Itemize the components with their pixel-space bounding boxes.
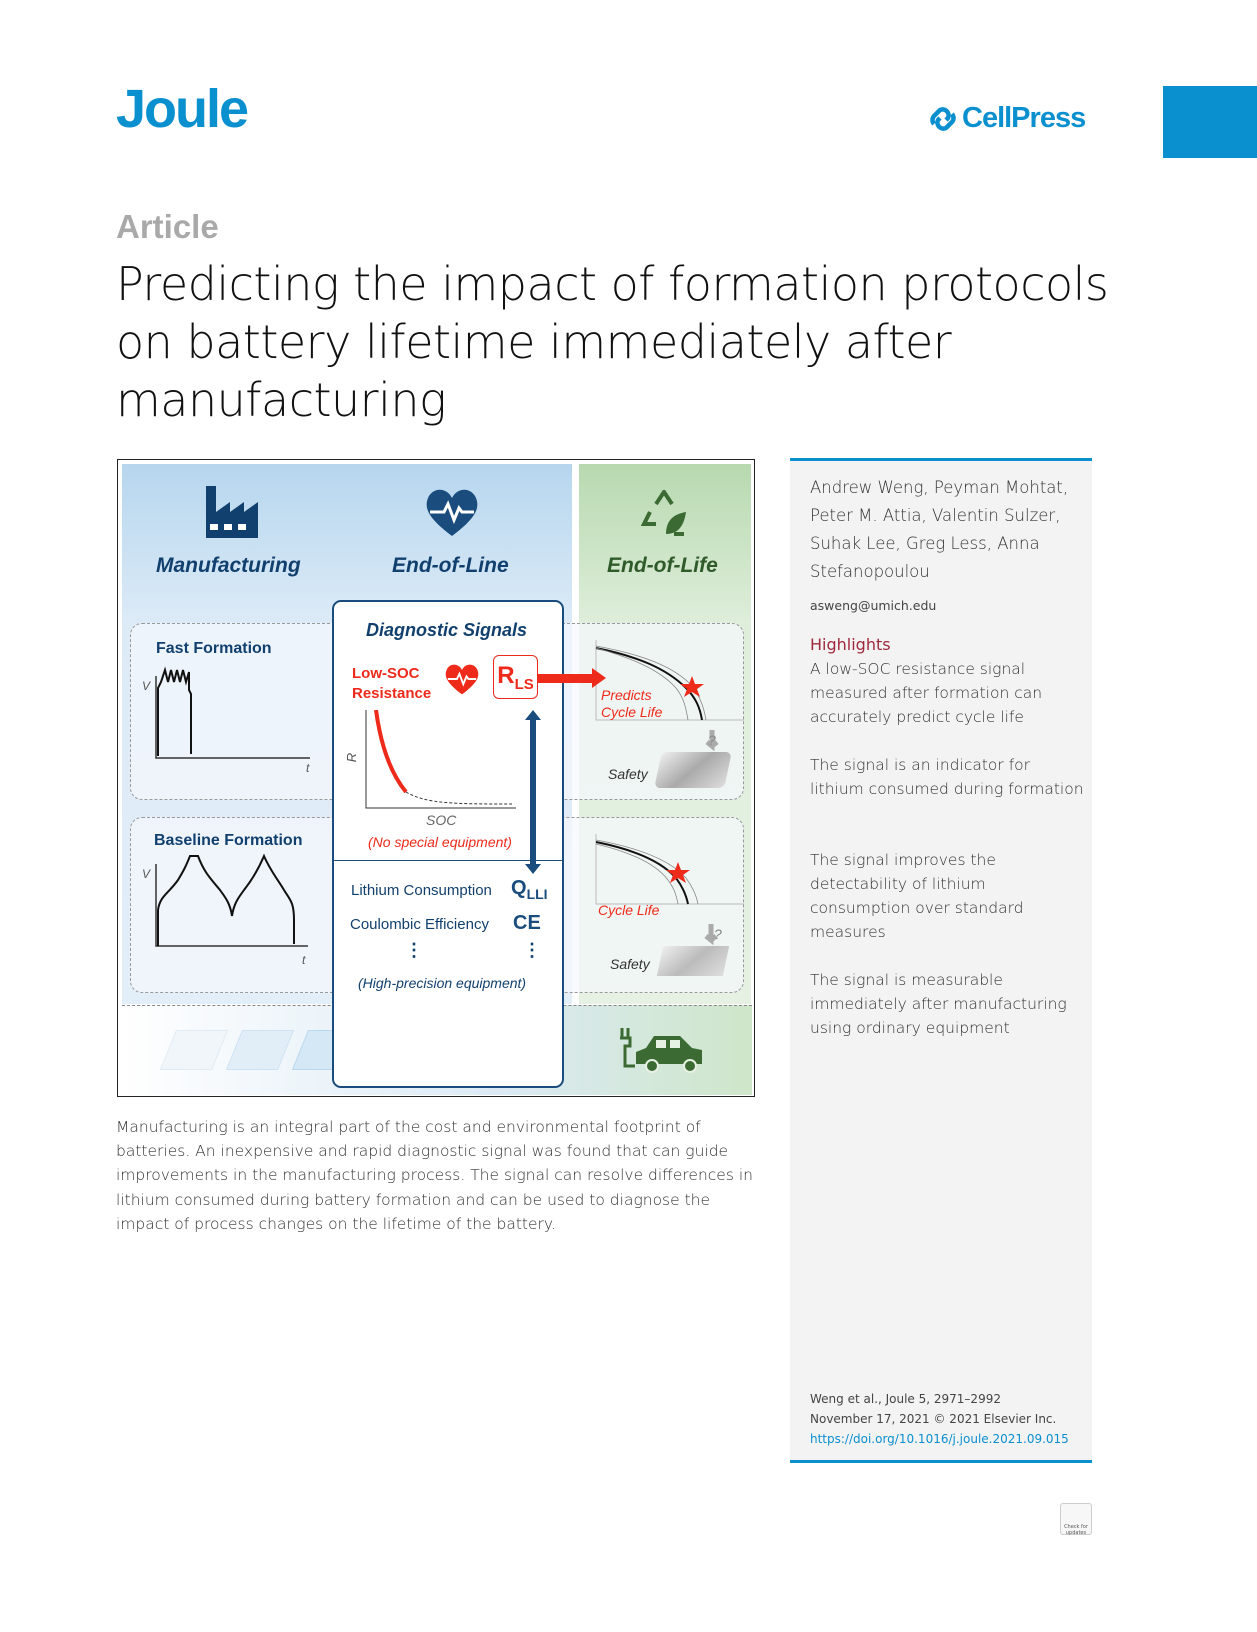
article-type: Article <box>116 208 219 245</box>
highlight-item: The signal improves the detectability of… <box>810 851 1024 941</box>
author-email[interactable]: asweng@umich.edu <box>810 598 937 613</box>
qlli-main: Q <box>511 877 527 899</box>
summary-paragraph: Manufacturing is an integral part of the… <box>116 1118 753 1233</box>
check-for-updates-badge[interactable]: Check for updates <box>1060 1503 1092 1536</box>
red-heart-pulse-icon <box>445 664 479 695</box>
axis-soc-label: SOC <box>426 812 457 828</box>
journal-logo: Joule <box>116 79 249 139</box>
battery-cell <box>159 1030 229 1070</box>
factory-icon <box>206 486 258 538</box>
publisher-logo: CellPress <box>928 102 1086 135</box>
diagnostic-signals-box <box>332 600 564 1088</box>
axis-t: t <box>306 761 310 775</box>
column-end-of-line: End-of-Line <box>392 554 509 577</box>
rls-badge: RLS <box>493 655 538 699</box>
qlli-sub: LLI <box>526 886 548 902</box>
highlight-item: The signal is measurable immediately aft… <box>810 971 1067 1037</box>
highlights-heading: Highlights <box>810 635 891 654</box>
diag-divider <box>332 860 564 861</box>
diagnostic-signals-title: Diagnostic Signals <box>366 620 528 640</box>
flat-pouch-cell <box>656 946 730 976</box>
color-tab <box>1163 86 1257 158</box>
publisher-name: CellPress <box>962 102 1086 134</box>
low-soc-line1: Low-SOC <box>352 665 420 682</box>
heart-pulse-icon <box>426 489 478 536</box>
sidebar <box>790 458 1092 1463</box>
electric-car-icon <box>620 1028 702 1073</box>
question-mark-2: ? <box>714 926 722 942</box>
rls-sub: LS <box>514 675 534 693</box>
baseline-formation-plot: V t <box>142 853 308 967</box>
highlight-item: A low-SOC resistance signal measured aft… <box>810 660 1043 726</box>
cycle-life-plot <box>595 834 744 905</box>
svg-text:V: V <box>142 867 151 881</box>
low-soc-resistance-label: Low-SOC Resistance <box>352 664 431 704</box>
ce-symbol: CE <box>513 912 541 934</box>
battery-cell <box>225 1030 295 1070</box>
citation: Weng et al., Joule 5, 2971–2992 <box>810 1392 1001 1406</box>
axis-r-label: R <box>344 752 360 763</box>
high-precision-equipment: (High-precision equipment) <box>358 975 527 991</box>
publication-date: November 17, 2021 © 2021 Elsevier Inc. <box>810 1412 1057 1426</box>
article-title: Predicting the impact of formation proto… <box>116 257 1109 427</box>
coulombic-efficiency-label: Coulombic Efficiency <box>350 916 489 933</box>
safety-label: Safety <box>608 766 648 782</box>
swollen-pouch-cell <box>654 752 732 788</box>
svg-text:t: t <box>302 953 306 967</box>
predicts-line1: Predicts <box>601 687 652 703</box>
column-end-of-life: End-of-Life <box>607 554 718 577</box>
low-soc-line2: Resistance <box>352 685 432 702</box>
cellpress-link-icon <box>930 106 956 131</box>
predicts-line2: Cycle Life <box>601 704 663 720</box>
qlli-symbol: QLLI <box>511 877 548 902</box>
lithium-consumption-label: Lithium Consumption <box>351 882 492 899</box>
safety-label-2: Safety <box>610 956 650 972</box>
ellipsis-right: ⋮ <box>523 940 541 960</box>
predict-arrow <box>538 674 593 683</box>
resistance-soc-plot <box>365 710 516 809</box>
doi-link[interactable]: https://doi.org/10.1016/j.joule.2021.09.… <box>810 1432 1069 1446</box>
highlight-item: The signal is an indicator for lithium c… <box>810 756 1084 798</box>
predict-arrowhead <box>592 668 606 688</box>
graphical-abstract: Manufacturing End-of-Line End-of-Life Fa… <box>117 459 755 1097</box>
cycle-life-label: Cycle Life <box>598 902 660 918</box>
double-arrow <box>525 710 541 874</box>
fast-formation-label: Fast Formation <box>156 640 272 657</box>
axis-v: V <box>142 679 151 693</box>
fast-formation-plot: V t <box>142 666 310 775</box>
question-mark: ? <box>708 732 716 748</box>
baseline-formation-label: Baseline Formation <box>154 832 303 849</box>
rls-main: R <box>497 662 515 689</box>
no-special-equipment: (No special equipment) <box>368 834 512 850</box>
down-arrow-icon <box>704 924 718 946</box>
author-list: Andrew Weng, Peyman Mohtat, Peter M. Att… <box>810 478 1069 581</box>
column-manufacturing: Manufacturing <box>156 554 301 577</box>
recycle-leaf-icon <box>640 490 686 536</box>
ellipsis-left: ⋮ <box>405 940 423 960</box>
predicts-cycle-life-plot <box>595 640 744 752</box>
